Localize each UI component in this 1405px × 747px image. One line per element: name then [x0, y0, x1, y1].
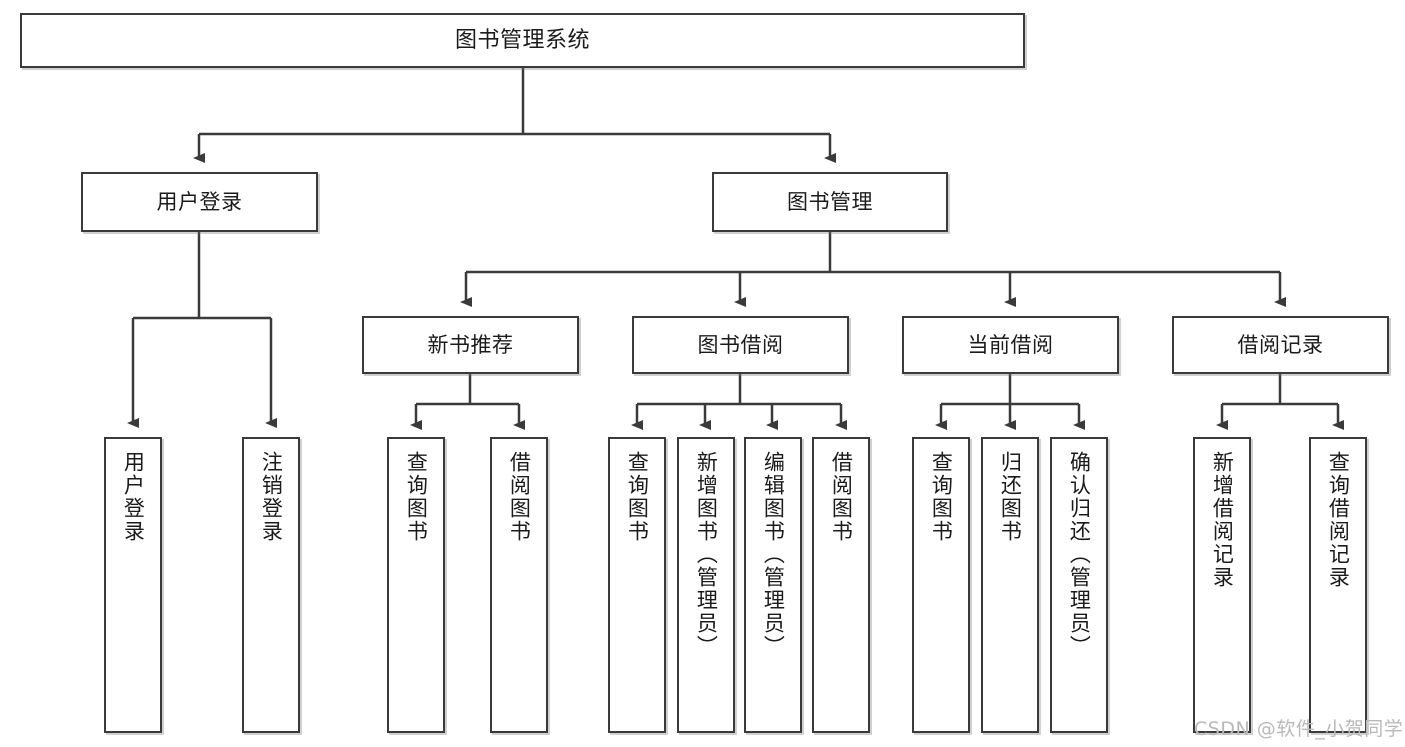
node-label: 新书推荐: [427, 332, 514, 357]
node-label: 当前借阅: [967, 332, 1054, 357]
leaf-borrow-record-add-record[interactable]: 新增借阅记录: [1193, 437, 1251, 733]
node-label: 注销登录: [259, 451, 284, 543]
leaf-book-borrow-edit-book-admin[interactable]: 编辑图书（管理员）: [744, 437, 802, 733]
node-label: 用户登录: [156, 189, 243, 214]
leaf-current-borrow-query-book[interactable]: 查询图书: [912, 437, 970, 733]
leaf-current-borrow-return-book[interactable]: 归还图书: [981, 437, 1039, 733]
node-book-management[interactable]: 图书管理: [712, 172, 948, 232]
node-label: 图书管理系统: [454, 27, 590, 53]
leaf-new-book-borrow-book[interactable]: 借阅图书: [490, 437, 548, 733]
watermark-text: CSDN @软件_小贺同学: [1194, 718, 1404, 740]
node-label: 借阅图书: [829, 451, 854, 543]
node-borrow-record[interactable]: 借阅记录: [1172, 316, 1389, 374]
leaf-current-borrow-confirm-return-admin[interactable]: 确认归还（管理员）: [1050, 437, 1108, 733]
node-user-login[interactable]: 用户登录: [81, 172, 318, 232]
node-label: 编辑图书（管理员）: [761, 451, 786, 658]
node-label: 归还图书: [998, 451, 1023, 543]
node-label: 确认归还（管理员）: [1067, 451, 1092, 658]
leaf-book-borrow-borrow-book[interactable]: 借阅图书: [812, 437, 870, 733]
node-new-book-recommend[interactable]: 新书推荐: [362, 316, 579, 374]
node-label: 新增图书（管理员）: [694, 451, 719, 658]
node-label: 查询图书: [404, 451, 429, 543]
node-label: 查询图书: [625, 451, 650, 543]
node-current-borrow[interactable]: 当前借阅: [902, 316, 1119, 374]
node-label: 图书借阅: [697, 332, 784, 357]
leaf-user-login-login[interactable]: 用户登录: [104, 437, 162, 733]
node-label: 查询图书: [929, 451, 954, 543]
leaf-new-book-query-book[interactable]: 查询图书: [387, 437, 445, 733]
leaf-user-login-logout[interactable]: 注销登录: [242, 437, 300, 733]
leaf-book-borrow-query-book[interactable]: 查询图书: [608, 437, 666, 733]
node-label: 图书管理: [787, 189, 873, 214]
leaf-borrow-record-query-record[interactable]: 查询借阅记录: [1309, 437, 1367, 733]
node-book-management-system[interactable]: 图书管理系统: [20, 13, 1025, 68]
node-label: 新增借阅记录: [1210, 451, 1235, 589]
node-book-borrow[interactable]: 图书借阅: [632, 316, 849, 374]
node-label: 借阅记录: [1237, 332, 1324, 357]
node-label: 查询借阅记录: [1326, 451, 1351, 589]
node-label: 借阅图书: [507, 451, 532, 543]
leaf-book-borrow-add-book-admin[interactable]: 新增图书（管理员）: [677, 437, 735, 733]
node-label: 用户登录: [121, 451, 146, 543]
